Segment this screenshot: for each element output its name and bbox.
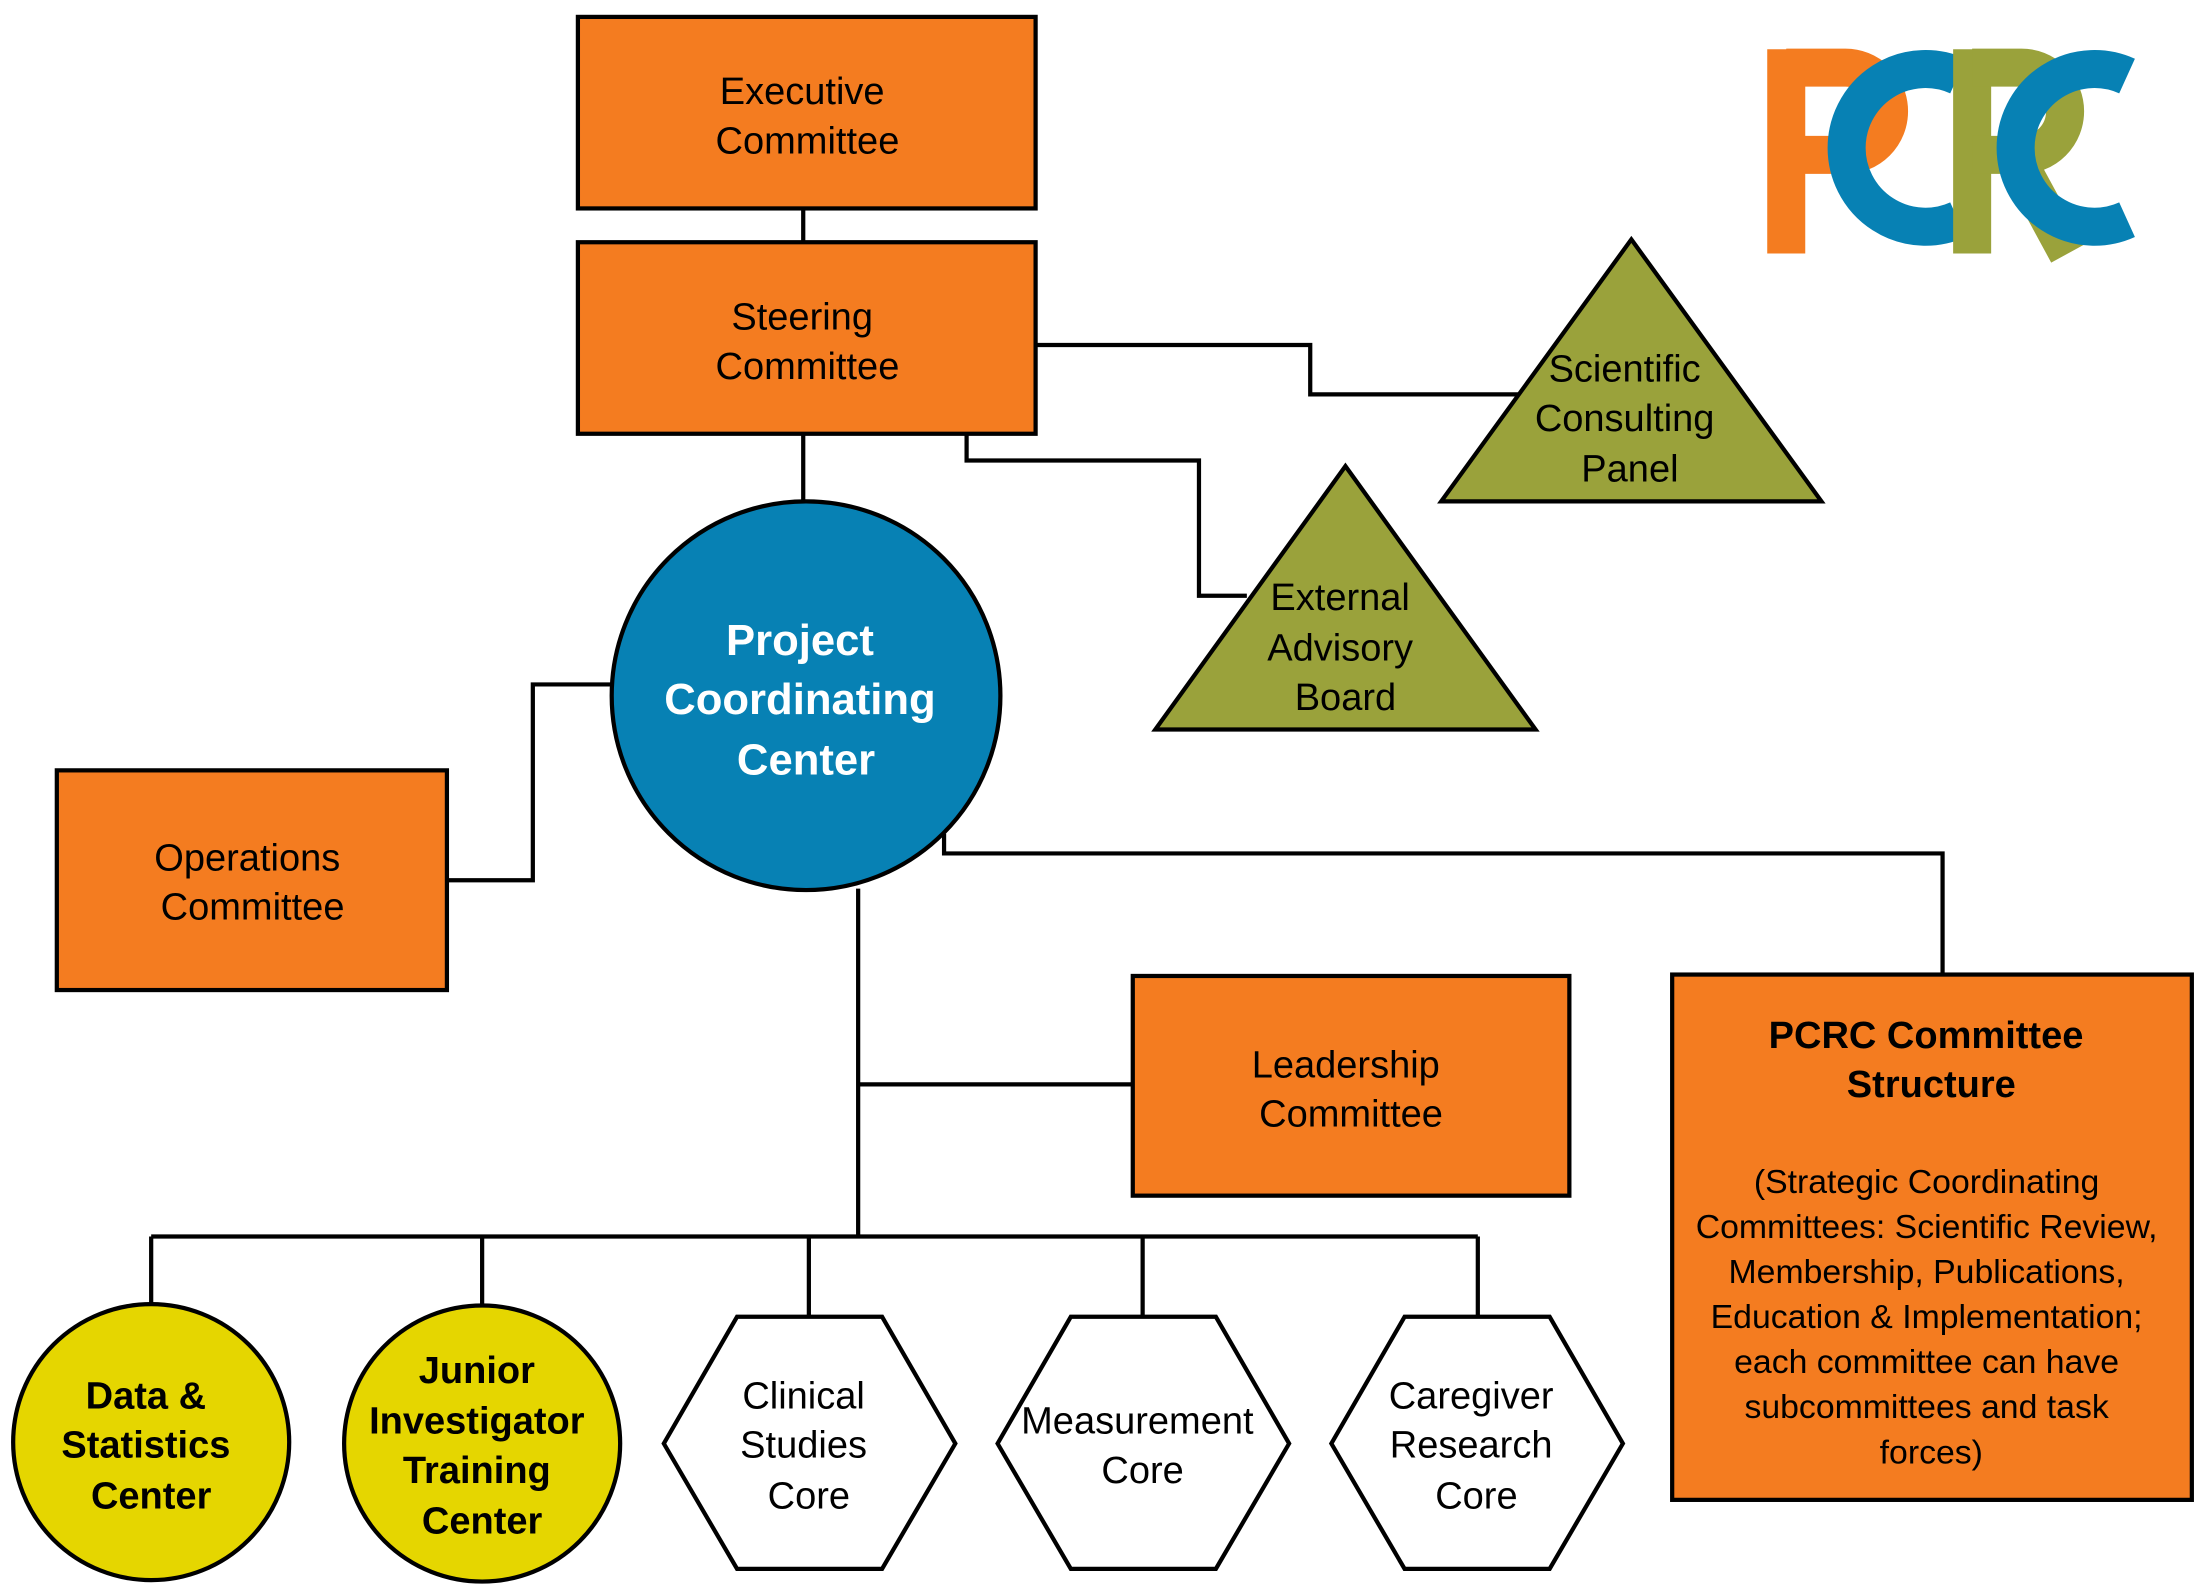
- pcrc-committee-structure-node: PCRC Committee Structure (Strategic Coor…: [1670, 972, 2194, 1502]
- operations-committee-label: Operations Committee: [154, 837, 351, 928]
- clinical-studies-core-hexagon: [661, 1314, 958, 1571]
- connector-lines: [149, 208, 1945, 1317]
- data-statistics-center-label: Data & Statistics Center: [61, 1375, 241, 1517]
- project-coordinating-center-circle: [609, 499, 1003, 893]
- executive-committee-node: Executive Committee: [575, 14, 1038, 211]
- caregiver-research-core-hexagon: [1328, 1314, 1626, 1571]
- logo-letter-c1: [1827, 50, 1966, 246]
- measurement-core-hexagon: [995, 1314, 1292, 1571]
- clinical-studies-core-label: Clinical Studies Core: [740, 1375, 877, 1517]
- connector-pcc-operations: [446, 682, 612, 883]
- external-advisory-board-triangle: [1151, 462, 1540, 732]
- measurement-core-node: Measurement Core: [995, 1314, 1292, 1571]
- pcrc-committee-structure-description: (Strategic Coordinating Committees: Scie…: [1696, 1163, 2167, 1471]
- steering-committee-node: Steering Committee: [575, 240, 1038, 436]
- scientific-consulting-panel-node: Scientific Consulting Panel: [1437, 235, 1826, 504]
- junior-investigator-training-center-node: Junior Investigator Training Center: [342, 1303, 623, 1584]
- executive-committee-label: Executive Committee: [716, 71, 900, 162]
- steering-committee-box: [575, 240, 1038, 436]
- scientific-consulting-panel-label: Scientific Consulting Panel: [1535, 349, 1725, 491]
- data-statistics-center-circle: [11, 1301, 292, 1583]
- leadership-committee-node: Leadership Committee: [1130, 973, 1572, 1198]
- junior-investigator-training-center-circle: [342, 1303, 623, 1584]
- operations-committee-node: Operations Committee: [54, 768, 450, 993]
- pcrc-logo: [1767, 48, 2135, 263]
- operations-committee-box: [54, 768, 450, 993]
- leadership-committee-label: Leadership Committee: [1252, 1044, 1451, 1135]
- caregiver-research-core-label: Caregiver Research Core: [1389, 1375, 1564, 1517]
- connector-steering-scientific: [1035, 342, 1519, 397]
- executive-committee-box: [575, 14, 1038, 211]
- steering-committee-label: Steering Committee: [716, 297, 900, 388]
- data-statistics-center-node: Data & Statistics Center: [11, 1301, 292, 1583]
- scientific-consulting-panel-triangle: [1437, 235, 1826, 504]
- junior-investigator-training-center-label: Junior Investigator Training Center: [369, 1350, 595, 1543]
- project-coordinating-center-label: Project Coordinating Center: [664, 616, 948, 785]
- measurement-core-label: Measurement Core: [1021, 1401, 1264, 1492]
- clinical-studies-core-node: Clinical Studies Core: [661, 1314, 958, 1571]
- external-advisory-board-node: External Advisory Board: [1151, 462, 1540, 732]
- external-advisory-board-label: External Advisory Board: [1267, 577, 1423, 719]
- leadership-committee-box: [1130, 973, 1572, 1198]
- connector-pcc-structure: [941, 833, 1945, 975]
- pcrc-committee-structure-title: PCRC Committee Structure: [1769, 1015, 2094, 1106]
- project-coordinating-center-node: Project Coordinating Center: [609, 499, 1003, 893]
- caregiver-research-core-node: Caregiver Research Core: [1328, 1314, 1626, 1571]
- logo-letter-c2: [1996, 50, 2135, 246]
- pcrc-committee-structure-box: [1670, 972, 2194, 1502]
- connector-steering-external: [964, 433, 1247, 598]
